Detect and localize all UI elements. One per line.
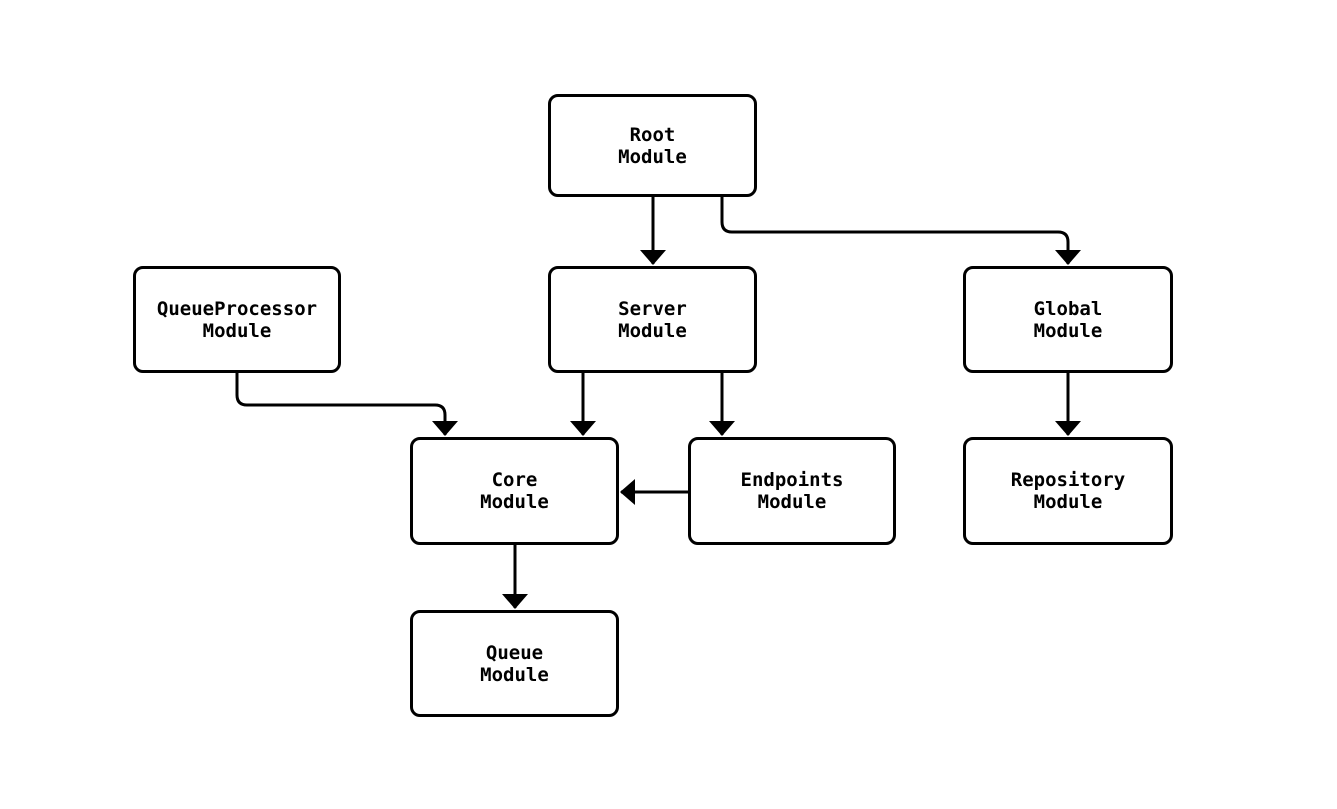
- node-core-module-label: Core Module: [480, 469, 549, 513]
- node-endpoints-module-label: Endpoints Module: [740, 469, 844, 513]
- node-queueprocessor-module: QueueProcessor Module: [133, 266, 341, 373]
- node-repository-module: Repository Module: [963, 437, 1173, 545]
- node-repository-module-label: Repository Module: [1010, 469, 1126, 513]
- node-root-module: Root Module: [548, 94, 757, 197]
- node-core-module: Core Module: [410, 437, 619, 545]
- node-global-module: Global Module: [963, 266, 1173, 373]
- node-queue-module-label: Queue Module: [480, 641, 549, 686]
- node-root-module-label: Root Module: [618, 123, 687, 168]
- edge-queueprocessor-to-core: [235, 373, 458, 436]
- edge-root-to-global: [720, 197, 1081, 265]
- node-queue-module: Queue Module: [410, 610, 619, 717]
- node-server-module-label: Server Module: [618, 297, 687, 342]
- node-queueprocessor-module-label: QueueProcessor Module: [156, 297, 318, 342]
- node-server-module: Server Module: [548, 266, 757, 373]
- node-endpoints-module: Endpoints Module: [688, 437, 896, 545]
- node-global-module-label: Global Module: [1033, 297, 1103, 342]
